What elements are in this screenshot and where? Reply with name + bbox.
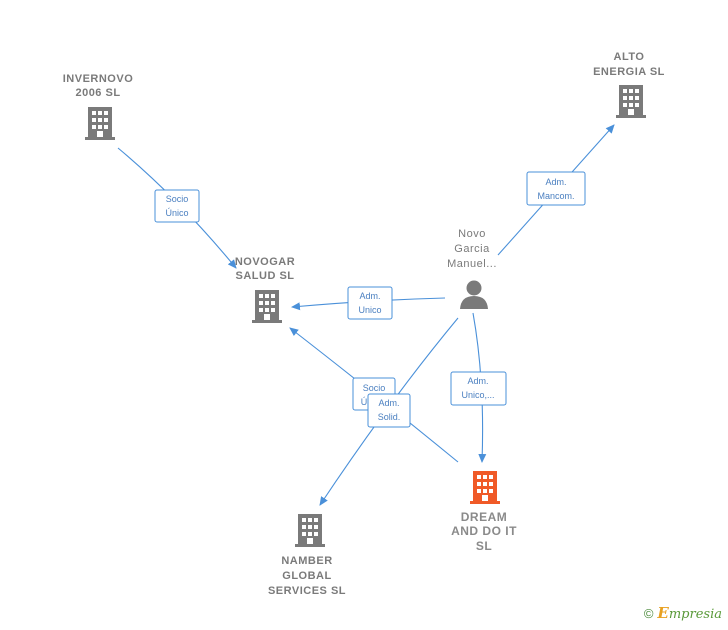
svg-text:Adm.: Adm. — [545, 177, 566, 187]
edge-label-adm-mancom: Adm. Mancom. — [526, 171, 586, 206]
svg-text:GLOBAL: GLOBAL — [282, 570, 331, 582]
node-namber[interactable]: NAMBER GLOBAL SERVICES SL — [268, 514, 346, 597]
building-icon — [616, 85, 646, 118]
svg-text:SALUD SL: SALUD SL — [236, 270, 295, 282]
svg-text:AND DO IT: AND DO IT — [451, 524, 517, 538]
svg-text:Novo: Novo — [458, 228, 486, 240]
svg-text:DREAM: DREAM — [461, 510, 508, 524]
node-dream[interactable]: DREAM AND DO IT SL — [451, 471, 517, 553]
svg-text:Mancom.: Mancom. — [537, 191, 574, 201]
copyright-symbol: © — [643, 606, 654, 621]
svg-text:Adm.: Adm. — [467, 376, 488, 386]
svg-text:Adm.: Adm. — [378, 398, 399, 408]
svg-text:SERVICES SL: SERVICES SL — [268, 585, 346, 597]
svg-text:2006 SL: 2006 SL — [75, 87, 120, 99]
edge-label-adm-unico: Adm. Unico — [347, 286, 393, 320]
building-icon-focus — [470, 471, 500, 504]
building-icon — [85, 107, 115, 140]
svg-text:Solid.: Solid. — [378, 412, 401, 422]
building-icon — [295, 514, 325, 547]
empresia-logo: ©Empresia — [644, 604, 722, 622]
svg-text:Único: Único — [165, 208, 188, 218]
svg-text:Manuel...: Manuel... — [447, 258, 497, 270]
svg-text:NAMBER: NAMBER — [281, 555, 332, 567]
svg-text:Garcia: Garcia — [454, 243, 490, 255]
svg-text:SL: SL — [476, 539, 492, 553]
svg-text:ALTO: ALTO — [614, 51, 645, 63]
svg-text:Socio: Socio — [166, 194, 189, 204]
svg-text:Unico: Unico — [358, 305, 381, 315]
svg-text:ENERGIA SL: ENERGIA SL — [593, 66, 665, 78]
node-novogar[interactable]: NOVOGAR SALUD SL — [235, 256, 295, 323]
svg-text:Adm.: Adm. — [359, 291, 380, 301]
building-icon — [252, 290, 282, 323]
edge-label-socio-unico: Socio Único — [154, 189, 200, 223]
svg-text:INVERNOVO: INVERNOVO — [63, 73, 134, 85]
svg-text:Socio: Socio — [363, 383, 386, 393]
node-invernovo[interactable]: INVERNOVO 2006 SL — [63, 73, 134, 140]
edge-label-adm-unico-2: Adm. Unico,... — [450, 371, 507, 406]
node-alto-energia[interactable]: ALTO ENERGIA SL — [593, 51, 665, 118]
edge-label-adm-solid: Adm. Solid. — [367, 393, 411, 428]
person-icon — [460, 280, 488, 309]
svg-text:NOVOGAR: NOVOGAR — [235, 256, 295, 268]
node-person[interactable]: Novo Garcia Manuel... — [447, 228, 497, 309]
svg-text:Ú: Ú — [361, 397, 368, 407]
svg-text:Unico,...: Unico,... — [461, 390, 494, 400]
brand-name: Empresia — [657, 604, 722, 622]
